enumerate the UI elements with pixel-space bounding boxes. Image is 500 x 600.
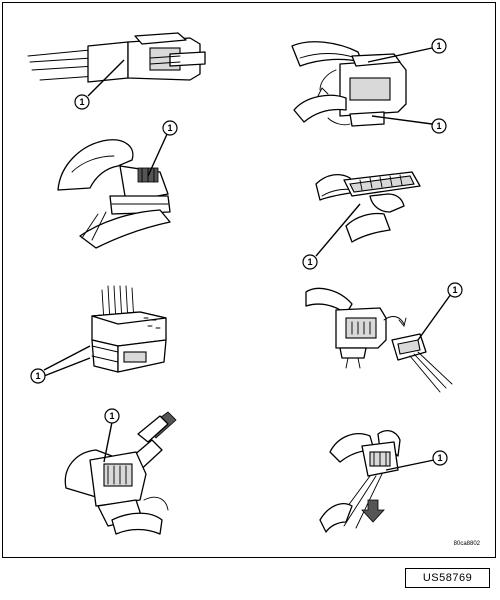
svg-text:1: 1 bbox=[452, 285, 457, 295]
panel-connector-latches: 1 bbox=[30, 285, 167, 384]
connector-service-diagram: 1 1 1 bbox=[27, 32, 463, 535]
panel-screwdriver-release: 1 bbox=[64, 408, 177, 535]
svg-text:1: 1 bbox=[109, 411, 114, 421]
callout-1: 1 bbox=[431, 38, 447, 54]
callout-1: 1 bbox=[104, 408, 120, 424]
figure-code: 80ca8802 bbox=[453, 541, 480, 547]
svg-text:1: 1 bbox=[436, 41, 441, 51]
callout-1: 1 bbox=[74, 94, 90, 110]
callout-1: 1 bbox=[431, 118, 447, 134]
callout-1: 1 bbox=[432, 450, 448, 466]
callout-1: 1 bbox=[447, 282, 463, 298]
reference-number-box: US58769 bbox=[405, 568, 490, 588]
panel-remove-connector-cover: 1 bbox=[305, 282, 463, 393]
svg-text:1: 1 bbox=[167, 123, 172, 133]
svg-text:1: 1 bbox=[35, 371, 40, 381]
svg-text:1: 1 bbox=[437, 453, 442, 463]
callout-1: 1 bbox=[30, 368, 46, 384]
panel-pull-terminal-wire: 1 bbox=[319, 429, 448, 533]
panel-connector-with-lock: 1 bbox=[27, 32, 206, 110]
panel-connector-release-squeeze: 1 1 bbox=[291, 38, 447, 134]
panel-terminal-lock-row: 1 bbox=[302, 171, 421, 270]
svg-text:1: 1 bbox=[307, 257, 312, 267]
callout-1: 1 bbox=[162, 120, 178, 136]
callout-1: 1 bbox=[302, 254, 318, 270]
svg-text:1: 1 bbox=[79, 97, 84, 107]
panel-hand-press-lock-tab: 1 bbox=[57, 120, 178, 249]
svg-text:1: 1 bbox=[436, 121, 441, 131]
